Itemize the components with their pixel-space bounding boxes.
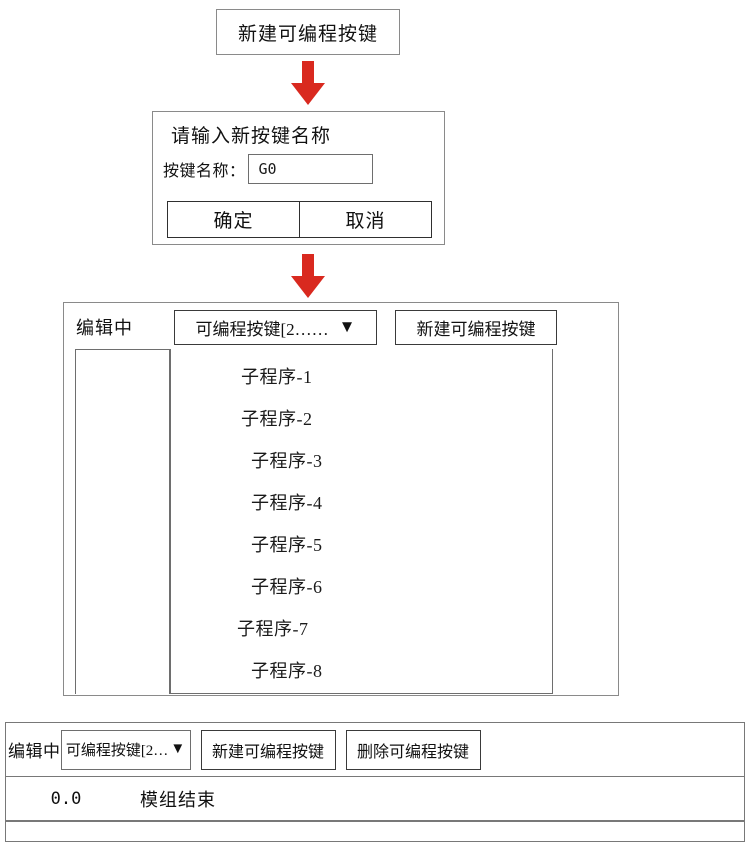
list-item[interactable]: 子程序-4 [251,493,323,513]
flow-arrow-1 [291,61,325,105]
program-row-index: 0.0 [50,788,82,809]
chevron-down-icon: ▼ [338,317,356,336]
program-editor-bottom: 编辑中 可编程按键[2… ▼ 新建可编程按键 删除可编程按键 0.0 模组结束 [5,722,745,842]
bottom-programmable-key-select-value: 可编程按键[2… [65,743,169,759]
bottom-delete-programmable-key-button[interactable]: 删除可编程按键 [345,729,481,770]
new-programmable-key-title-label: 新建可编程按键 [237,23,378,45]
programmable-key-select-value: 可编程按键[2…… [195,319,329,339]
chevron-down-icon: ▼ [170,741,186,757]
bottom-programmable-key-select[interactable]: 可编程按键[2… ▼ [60,729,191,770]
new-key-name-dialog: 请输入新按键名称 按键名称： G0 确定 取消 [152,111,445,245]
flow-arrow-1-shaft [302,61,314,83]
flow-arrow-2-shaft [302,254,314,276]
new-programmable-key-button-label: 新建可编程按键 [416,319,536,339]
list-item[interactable]: 子程序-5 [251,535,323,555]
bottom-new-programmable-key-button-label: 新建可编程按键 [211,743,324,761]
editor-status-label: 编辑中 [76,318,133,338]
bottom-status-label: 编辑中 [8,742,61,761]
cancel-button[interactable]: 取消 [299,202,431,237]
key-name-field-label: 按键名称： [163,163,246,180]
editor-panel: 编辑中 可编程按键[2…… ▼ 新建可编程按键 子程序-1 子程序-2 子程序-… [63,302,619,696]
flow-arrow-2 [291,254,325,298]
dialog-button-row: 确定 取消 [167,201,432,238]
bottom-new-programmable-key-button[interactable]: 新建可编程按键 [200,729,336,770]
programmable-key-select[interactable]: 可编程按键[2…… ▼ [174,309,377,345]
confirm-button[interactable]: 确定 [213,211,254,232]
new-programmable-key-button[interactable]: 新建可编程按键 [395,309,557,345]
editor-panel-toolbar: 编辑中 可编程按键[2…… ▼ 新建可编程按键 [64,303,618,351]
key-name-input[interactable]: G0 [247,154,373,184]
list-item[interactable]: 子程序-8 [251,661,323,681]
program-row[interactable]: 0.0 模组结束 [6,777,744,822]
flow-arrow-1-head [291,83,325,105]
flow-arrow-2-head [291,276,325,298]
list-item[interactable]: 子程序-2 [241,409,313,429]
list-item[interactable]: 子程序-3 [251,451,323,471]
list-item[interactable]: 子程序-6 [251,577,323,597]
programmable-key-dropdown-list[interactable]: 子程序-1 子程序-2 子程序-3 子程序-4 子程序-5 子程序-6 子程序-… [170,349,553,694]
list-item[interactable]: 子程序-1 [241,367,313,387]
dialog-title: 请输入新按键名称 [171,126,332,147]
bottom-toolbar: 编辑中 可编程按键[2… ▼ 新建可编程按键 删除可编程按键 [6,723,744,777]
program-row-empty[interactable] [6,824,744,843]
key-name-field-row: 按键名称： G0 [163,154,373,184]
new-programmable-key-title-box[interactable]: 新建可编程按键 [216,9,400,55]
list-item[interactable]: 子程序-7 [237,619,309,639]
bottom-delete-programmable-key-button-label: 删除可编程按键 [356,743,469,761]
program-row-label: 模组结束 [140,789,216,810]
editor-left-column [75,349,170,694]
